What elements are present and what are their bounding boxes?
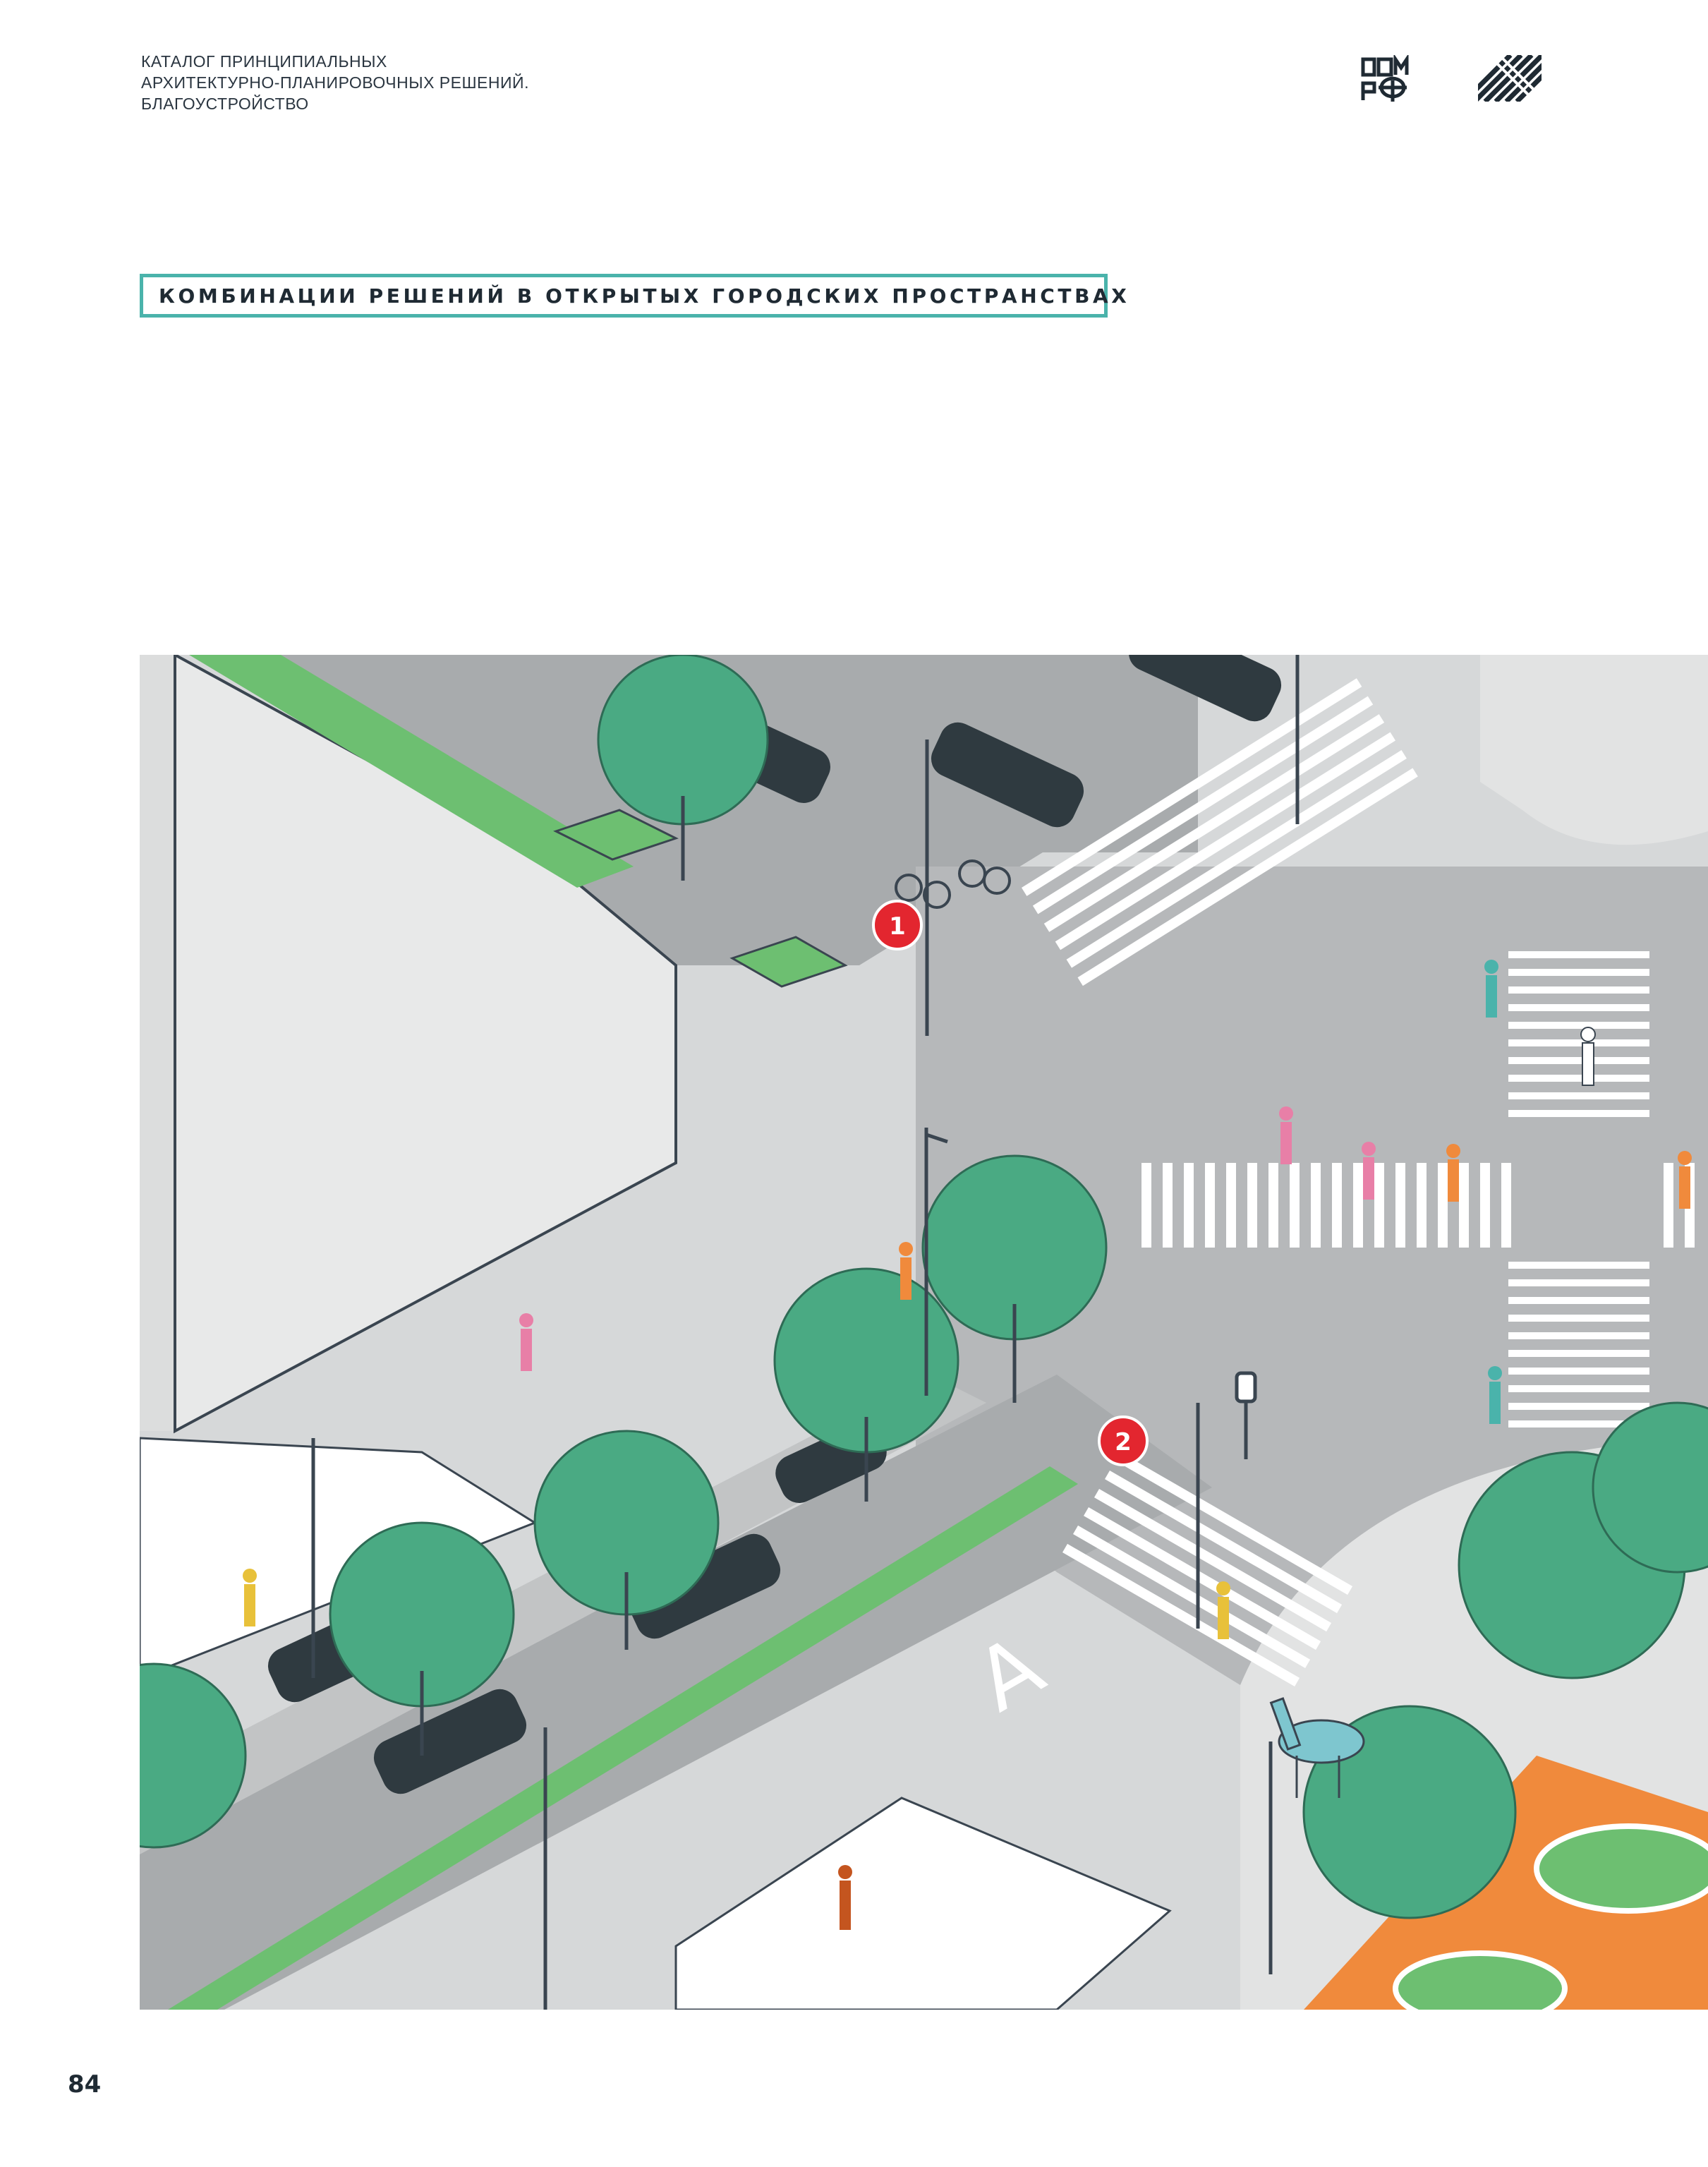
page-number: 84 <box>68 2070 102 2099</box>
marker-1-label: 1 <box>889 912 906 941</box>
header-line-2: АРХИТЕКТУРНО-ПЛАНИРОВОЧНЫХ РЕШЕНИЙ. <box>141 73 529 92</box>
marker-1: 1 <box>872 900 923 950</box>
diagonal-stripes-logo-icon <box>1478 55 1542 102</box>
header-line-1: КАТАЛОГ ПРИНЦИПИАЛЬНЫХ <box>141 52 387 71</box>
marker-2: 2 <box>1098 1416 1149 1466</box>
catalog-header: КАТАЛОГ ПРИНЦИПИАЛЬНЫХ АРХИТЕКТУРНО-ПЛАН… <box>141 51 529 114</box>
street-intersection-illustration: А <box>140 655 1708 2010</box>
header-line-3: БЛАГОУСТРОЙСТВО <box>141 95 309 113</box>
dom-rf-logo-icon <box>1361 55 1409 102</box>
marker-2-label: 2 <box>1115 1428 1132 1456</box>
section-title: КОМБИНАЦИИ РЕШЕНИЙ В ОТКРЫТЫХ ГОРОДСКИХ … <box>140 274 1127 318</box>
